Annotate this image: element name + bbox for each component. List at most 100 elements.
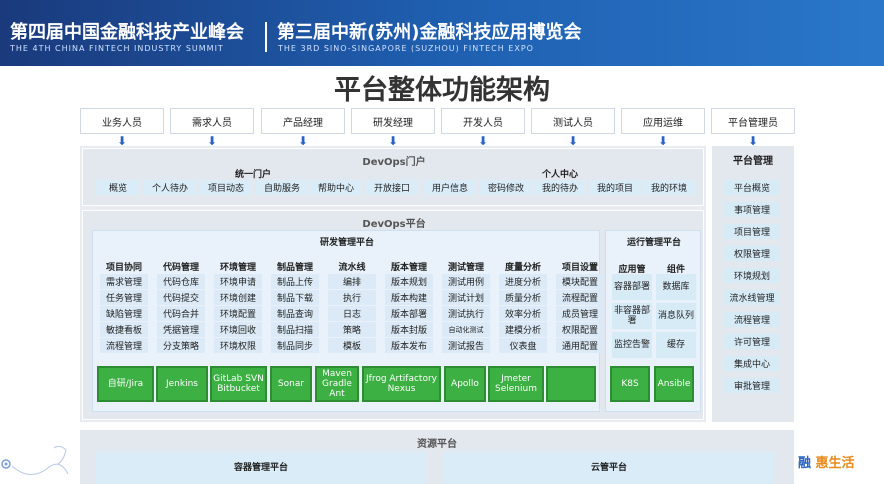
down-arrow-icon: ⬇	[297, 134, 309, 148]
ops-mgmt-title: 运行管理平台	[626, 238, 681, 248]
personal-center-title: 个人中心	[541, 170, 578, 180]
devops-portal-panel: DevOps门户	[82, 148, 704, 206]
function-cell: 日志	[328, 306, 376, 321]
function-cell: 质量分析	[499, 290, 547, 305]
function-cell: 流程管理	[100, 338, 148, 353]
column-header: 制品管理	[276, 263, 313, 273]
mgmt-item: 事项管理	[724, 202, 780, 217]
portal-item: 我的待办	[534, 180, 586, 195]
function-cell: 测试执行	[442, 306, 490, 321]
tool-badge: Jfrog Artifactory Nexus	[362, 366, 441, 402]
function-cell: 模板	[328, 338, 376, 353]
tool-badge: Sonar	[270, 366, 312, 402]
tool-badge: 自研/Jira	[97, 366, 154, 402]
function-cell: 模块配置	[556, 274, 604, 289]
column-header: 环境管理	[219, 263, 256, 273]
function-cell: 制品下载	[271, 290, 319, 305]
tool-badge: Maven Gradle Ant	[315, 366, 359, 402]
function-cell: 流程配置	[556, 290, 604, 305]
role-box: 业务人员	[80, 108, 164, 134]
column-header: 测试管理	[447, 263, 484, 273]
portal-item: 帮助中心	[310, 180, 362, 195]
ops-app-header: 应用管	[618, 265, 646, 275]
mgmt-item: 权限管理	[724, 246, 780, 261]
function-cell: 仪表盘	[499, 338, 547, 353]
unified-portal-title: 统一门户	[234, 170, 271, 180]
column-header: 流水线	[338, 263, 366, 273]
column-header: 度量分析	[504, 263, 541, 273]
container-platform-title: 容器管理平台	[233, 463, 288, 473]
resource-title: 资源平台	[417, 439, 457, 450]
function-cell: 制品上传	[271, 274, 319, 289]
function-cell: 代码提交	[157, 290, 205, 305]
function-cell: 测试用例	[442, 274, 490, 289]
portal-item: 自助服务	[256, 180, 308, 195]
function-cell: 需求管理	[100, 274, 148, 289]
decorative-logo-left	[1, 445, 69, 475]
ops-component-item: 消息队列	[656, 303, 696, 329]
function-cell: 环境回收	[214, 322, 262, 337]
expo-title-cn: 第三届中新(苏州)金融科技应用博览会	[277, 22, 582, 43]
function-cell: 代码仓库	[157, 274, 205, 289]
role-box: 开发人员	[441, 108, 525, 134]
function-cell: 版本规划	[385, 274, 433, 289]
brand-logo-right: 融 惠生活	[798, 452, 855, 471]
function-cell: 策略	[328, 322, 376, 337]
mgmt-item: 审批管理	[724, 378, 780, 393]
cloud-platform-box: 云管平台	[444, 452, 774, 484]
column-header: 代码管理	[162, 263, 199, 273]
function-cell: 成员管理	[556, 306, 604, 321]
ops-tool-badge: Ansible	[654, 366, 694, 402]
cloud-platform-title: 云管平台	[590, 463, 627, 473]
mgmt-item: 集成中心	[724, 356, 780, 371]
function-cell: 环境权限	[214, 338, 262, 353]
role-box: 应用运维	[621, 108, 705, 134]
portal-item: 我的环境	[643, 180, 695, 195]
function-cell: 环境配置	[214, 306, 262, 321]
portal-item: 个人待办	[144, 180, 196, 195]
function-cell: 缺陷管理	[100, 306, 148, 321]
function-cell: 版本构建	[385, 290, 433, 305]
page-title: 平台整体功能架构	[334, 75, 550, 106]
mgmt-item: 环境规划	[724, 268, 780, 283]
down-arrow-icon: ⬇	[206, 134, 218, 148]
down-arrow-icon: ⬇	[477, 134, 489, 148]
ops-component-item: 数据库	[656, 274, 696, 300]
tool-badge: Jmeter Selenium	[488, 366, 544, 402]
summit-title-cn: 第四届中国金融科技产业峰会	[10, 22, 244, 43]
function-cell: 版本封版	[385, 322, 433, 337]
role-box: 需求人员	[170, 108, 254, 134]
function-cell: 代码合并	[157, 306, 205, 321]
banner-divider	[265, 22, 267, 52]
ops-app-item: 容器部署	[612, 274, 652, 300]
ops-app-item: 非容器部署	[612, 303, 652, 329]
role-box: 产品经理	[261, 108, 345, 134]
brand-logo-part2: 惠生活	[815, 456, 855, 471]
function-cell: 进度分析	[499, 274, 547, 289]
ops-component-header: 组件	[666, 265, 685, 275]
down-arrow-icon: ⬇	[567, 134, 579, 148]
ops-app-item: 监控告警	[612, 332, 652, 358]
tool-badge: GitLab SVN Bitbucket	[210, 366, 267, 402]
portal-item: 用户信息	[424, 180, 476, 195]
portal-item: 我的项目	[589, 180, 641, 195]
function-cell: 自动化测试	[442, 322, 490, 337]
mgmt-item: 许可管理	[724, 334, 780, 349]
down-arrow-icon: ⬇	[387, 134, 399, 148]
function-cell: 环境申请	[214, 274, 262, 289]
portal-item: 开放接口	[366, 180, 418, 195]
function-cell: 建模分析	[499, 322, 547, 337]
down-arrow-icon: ⬇	[747, 134, 759, 148]
function-cell: 版本部署	[385, 306, 433, 321]
role-box: 研发经理	[351, 108, 435, 134]
portal-item: 密码修改	[480, 180, 532, 195]
function-cell: 通用配置	[556, 338, 604, 353]
mgmt-item: 项目管理	[724, 224, 780, 239]
function-cell: 版本发布	[385, 338, 433, 353]
column-header: 项目设置	[561, 263, 598, 273]
expo-title-en: THE 3RD SINO-SINGAPORE (SUZHOU) FINTECH …	[278, 44, 534, 53]
function-cell: 测试计划	[442, 290, 490, 305]
function-cell: 敏捷看板	[100, 322, 148, 337]
platform-mgmt-title: 平台管理	[733, 156, 773, 167]
function-cell: 制品查询	[271, 306, 319, 321]
